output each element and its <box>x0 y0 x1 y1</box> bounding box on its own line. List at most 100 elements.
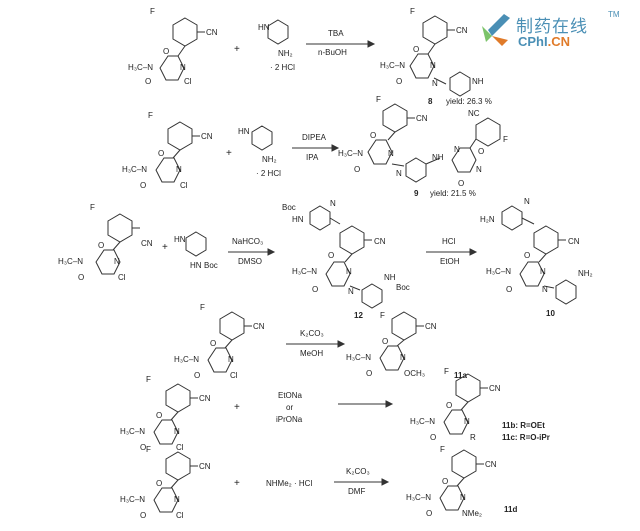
atom-N: N <box>454 145 460 154</box>
atom-CN: CN <box>489 384 501 393</box>
atom-NH: NH <box>472 77 484 86</box>
compound-8-label: 8 <box>428 97 433 106</box>
atom-F: F <box>146 375 151 384</box>
atom-O: O <box>145 77 151 86</box>
atom-R: R <box>470 433 476 442</box>
reactant-chloro-uracil-5 <box>153 383 198 445</box>
atom-H3C-N: H₃C–N <box>58 257 83 266</box>
logo-english-name: CPhI.CN <box>518 34 570 49</box>
atom-O: O <box>370 131 376 140</box>
atom-NH2: NH₂ <box>262 155 277 164</box>
atom-N: N <box>388 149 394 158</box>
atom-F: F <box>410 7 415 16</box>
atom-O: O <box>430 433 436 442</box>
atom-F: F <box>376 95 381 104</box>
atom-H2N: H₂N <box>480 215 495 224</box>
atom-CN: CN <box>456 26 468 35</box>
atom-O: O <box>158 149 164 158</box>
atom-N: N <box>396 169 402 178</box>
atom-O: O <box>210 339 216 348</box>
atom-N: N <box>432 79 438 88</box>
reactant-aminopiperidine-1 <box>267 19 289 45</box>
atom-O: O <box>194 371 200 380</box>
atom-CN: CN <box>199 394 211 403</box>
atom-F: F <box>380 311 385 320</box>
atom-N: N <box>174 495 180 504</box>
atom-OCH3: OCH₃ <box>404 369 425 378</box>
product-10-structure <box>501 205 577 305</box>
amine-salt-label: · 2 HCl <box>256 169 281 178</box>
atom-NH2: NH₂ <box>578 269 593 278</box>
atom-O: O <box>78 273 84 282</box>
atom-O: O <box>478 147 484 156</box>
atom-N: N <box>114 257 120 266</box>
atom-N: N <box>524 197 530 206</box>
atom-H3C-N: H₃C–N <box>338 149 363 158</box>
atom-NH2: NH₂ <box>278 49 293 58</box>
atom-N: N <box>180 63 186 72</box>
reagent-top: HCl <box>442 237 456 246</box>
reaction-3: F CN O H₃C–N N O Cl + HN HN Boc NaHCO₃ D… <box>58 197 593 320</box>
reaction-6: F CN O H₃C–N N O Cl + NHMe₂ · HCl K₂CO₃ … <box>120 445 517 520</box>
atom-Boc: Boc <box>204 261 218 270</box>
atom-N: N <box>174 427 180 436</box>
atom-O: O <box>382 337 388 346</box>
logo-chinese-name: 制药在线 <box>516 17 588 37</box>
logo-english-name-a: CPhI <box>518 34 548 49</box>
yield-label: yield: 26.3 % <box>446 97 492 106</box>
compound-10-label: 10 <box>546 309 555 318</box>
atom-CN: CN <box>568 237 580 246</box>
atom-H3C-N: H₃C–N <box>120 427 145 436</box>
atom-Cl: Cl <box>230 371 238 380</box>
atom-HN: HN <box>238 127 250 136</box>
atom-N: N <box>228 355 234 364</box>
arrowhead-icon <box>267 248 276 256</box>
compound-11a-label: 11a <box>454 371 467 380</box>
atom-NC: NC <box>468 109 480 118</box>
reagent-top: NaHCO₃ <box>232 237 263 246</box>
atom-H3C-N: H₃C–N <box>120 495 145 504</box>
atom-NMe2: NMe₂ <box>462 509 482 518</box>
plus-sign: + <box>234 44 240 55</box>
reagent-dimethylamine: NHMe₂ · HCl <box>266 479 312 488</box>
atom-F: F <box>148 111 153 120</box>
atom-N: N <box>460 493 466 502</box>
atom-CN: CN <box>425 322 437 331</box>
product-11b-11c-structure <box>443 373 488 435</box>
reactant-boc-aminopiperidine <box>185 231 207 257</box>
yield-label: yield: 21.5 % <box>430 189 476 198</box>
atom-H3C-N: H₃C–N <box>174 355 199 364</box>
atom-O: O <box>156 479 162 488</box>
atom-O: O <box>140 443 146 452</box>
product-11d-structure <box>439 449 484 511</box>
reagent-top: TBA <box>328 29 344 38</box>
reagent-top: K₂CO₃ <box>346 467 370 476</box>
intermediate-12-structure <box>309 205 383 309</box>
reagent-top: K₂CO₃ <box>300 329 324 338</box>
atom-O: O <box>396 77 402 86</box>
plus-sign: + <box>226 148 232 159</box>
atom-HN-boc: HN <box>190 261 202 270</box>
atom-CN: CN <box>374 237 386 246</box>
atom-O: O <box>140 181 146 190</box>
reagent-bottom: n-BuOH <box>318 48 347 57</box>
atom-F: F <box>200 303 205 312</box>
atom-NH: NH <box>432 153 444 162</box>
arrowhead-icon <box>331 144 340 152</box>
plus-sign: + <box>162 242 168 253</box>
reagent-line: or <box>286 403 293 412</box>
atom-Boc: Boc <box>396 283 410 292</box>
reaction-5: F CN O H₃C–N N O Cl + EtONa or iPrONa F … <box>120 367 550 452</box>
compound-11b-label: 11b: R=OEt <box>502 421 545 430</box>
atom-H3C-N: H₃C–N <box>128 63 153 72</box>
atom-N: N <box>348 287 354 296</box>
product-9-structure <box>367 103 501 183</box>
arrowhead-icon <box>385 400 394 408</box>
atom-CN: CN <box>485 460 497 469</box>
atom-CN: CN <box>206 28 218 37</box>
atom-O: O <box>354 165 360 174</box>
atom-N: N <box>542 285 548 294</box>
product-8-structure <box>409 15 471 97</box>
reagent-top: DIPEA <box>302 133 327 142</box>
